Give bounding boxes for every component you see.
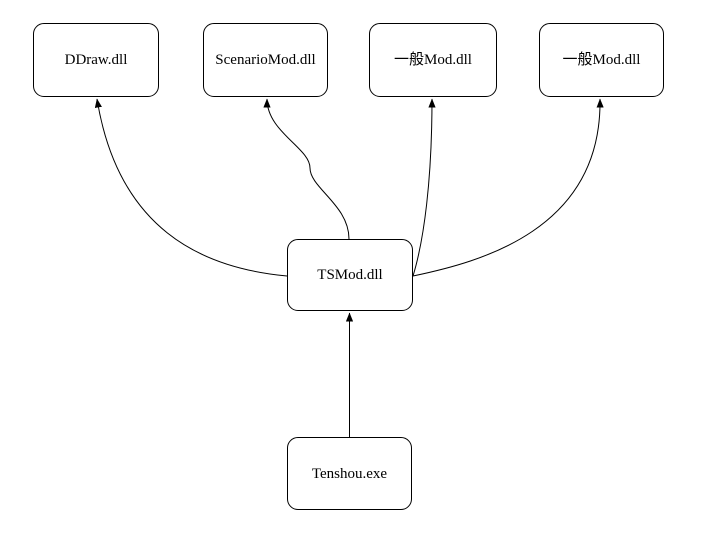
node-tenshou-exe-label: Tenshou.exe [311,465,388,482]
node-ddraw-dll-label: DDraw.dll [64,52,128,68]
node-general-mod-dll-2: 一般Mod.dll [539,23,664,97]
edge-tsmod-to-ddraw [94,98,288,277]
edge-tsmod-to-generalmod2 [412,98,604,277]
edge-tsmod-to-scenariomod [263,98,350,240]
node-general-mod-dll-1-label: 一般Mod.dll [394,52,472,68]
node-general-mod-dll-2-label: 一般Mod.dll [562,52,641,68]
node-ddraw-dll: DDraw.dll [33,23,159,97]
node-tsmod-dll: TSMod.dll [287,239,413,311]
node-scenariomod-dll-label: ScenarioMod.dll [215,52,316,68]
node-tsmod-dll-label: TSMod.dll [317,267,383,283]
node-scenariomod-dll: ScenarioMod.dll [203,23,328,97]
node-general-mod-dll-1: 一般Mod.dll [369,23,497,97]
edge-tsmod-to-generalmod1 [412,98,436,277]
node-tenshou-exe: Tenshou.exe [287,437,412,510]
